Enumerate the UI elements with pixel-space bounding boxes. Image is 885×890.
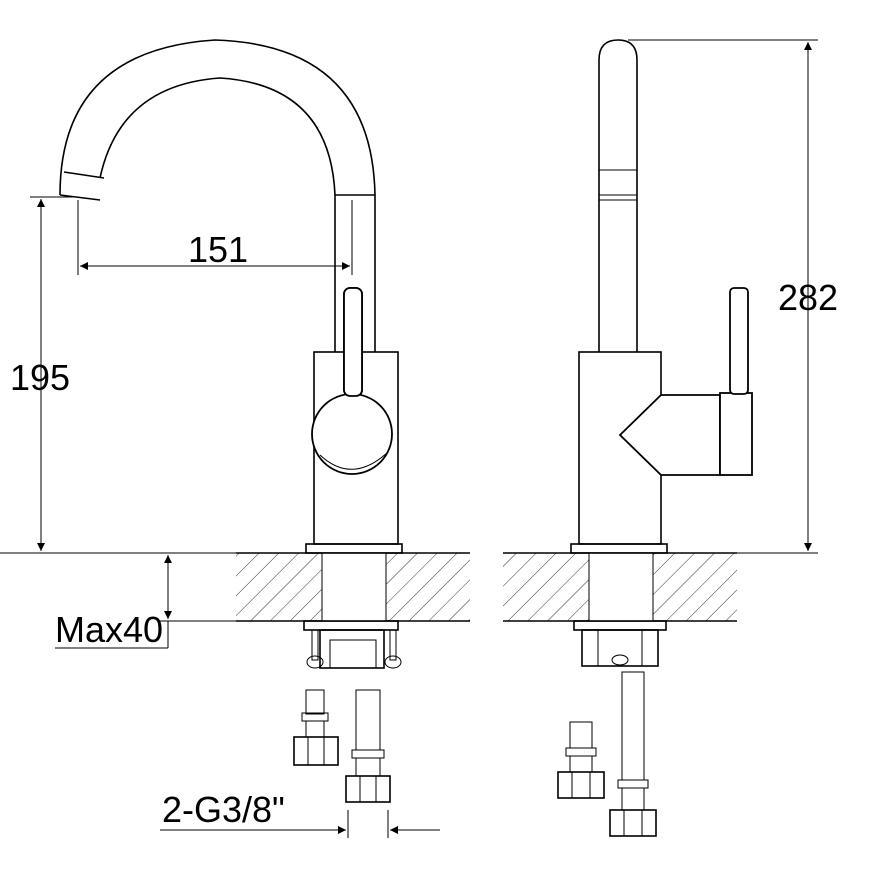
handle-hub-left [311,393,393,475]
max-thickness-label: Max40 [55,609,163,650]
countertop-right [503,552,737,622]
mounting-nut-right [573,620,667,667]
spout-tube-front [598,39,638,352]
dimension-spout-reach: 151 [77,200,353,275]
base-ring-left [305,543,403,554]
hose-connection-label: 2-G3/8" [162,789,285,830]
dimension-counter-thickness: Max40 [55,555,236,650]
total-height-label: 282 [778,277,838,318]
dimension-spout-height: 195 [0,196,236,554]
hose-long-left [345,689,391,803]
front-view-right [503,39,753,837]
spout-reach-label: 151 [188,229,248,270]
mounting-nut-left [303,620,402,669]
hose-short-right [557,721,605,799]
spout-height-label: 195 [10,357,70,398]
dimension-hose-connection: 2-G3/8" [160,789,440,838]
hose-short-left [293,689,339,766]
dimension-total-height: 282 [628,39,838,554]
side-view-left [59,39,470,803]
hose-long-right [609,671,657,837]
countertop-left [236,552,470,622]
base-ring-right [570,543,668,554]
spout-arc [59,39,376,352]
handle-side-right [618,287,753,476]
